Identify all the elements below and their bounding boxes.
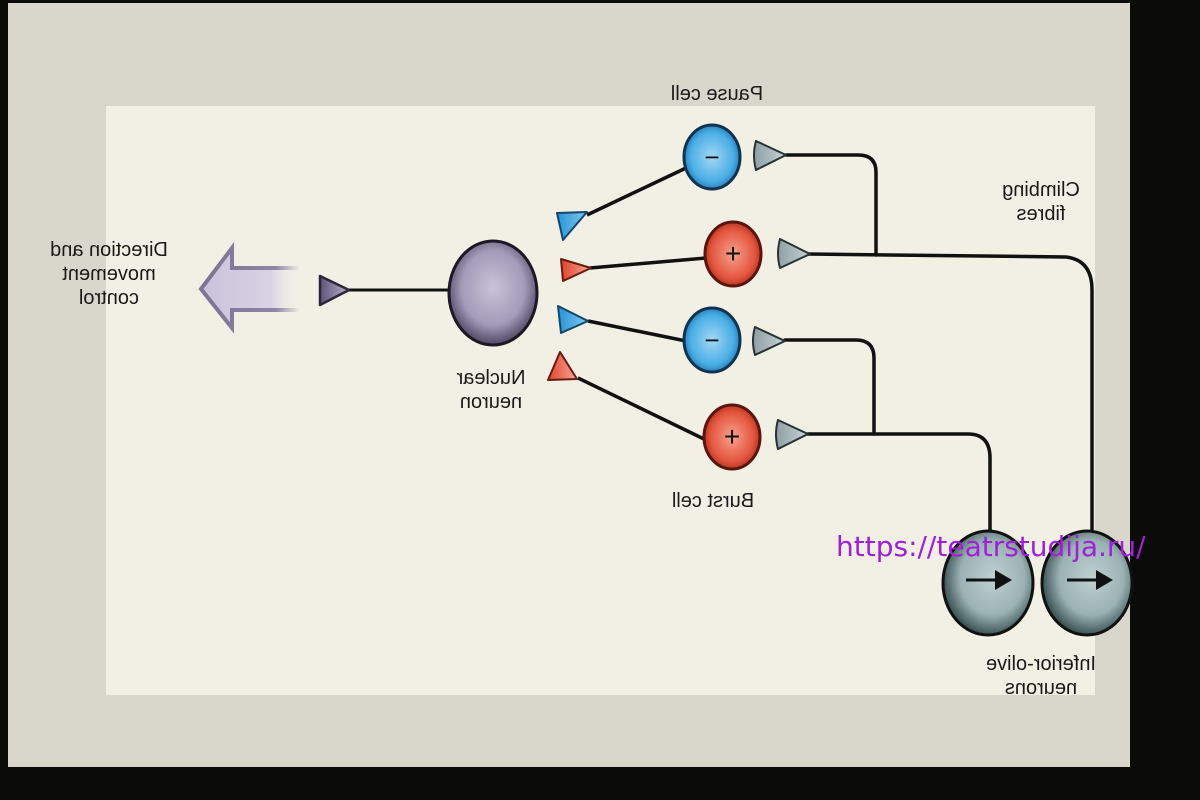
pause-terminal-2 [557, 305, 589, 334]
watermark-link[interactable]: https://teatrstudija.ru/ [836, 530, 1146, 563]
inferior-olive-neuron-2 [1040, 529, 1134, 637]
climbing-fibres-label: Climbing fibres [1002, 179, 1080, 225]
cell-sign: + [725, 238, 741, 269]
nuclear-output-terminal [318, 274, 351, 307]
right-arrow-icon [966, 570, 1012, 590]
burst-cell-label: Burst cell [671, 490, 755, 512]
climbing-terminal-2 [777, 238, 811, 269]
climbing-fibres [783, 153, 1094, 538]
cell-sign: − [704, 142, 719, 172]
output-label: Direction and movement control [50, 239, 168, 309]
climbing-terminal-4 [775, 419, 809, 450]
pause-cell-lower: − [682, 306, 742, 374]
cell-sign: − [704, 325, 719, 355]
inferior-olive-neuron-1 [941, 529, 1035, 637]
diagram-panel [106, 106, 1095, 695]
purkinje-axons [577, 166, 707, 442]
nuclear-neuron-label: Nuclear neuron [456, 367, 526, 413]
right-arrow-icon [1067, 570, 1113, 590]
inferior-olive-label: Inferior-olive neurons [985, 653, 1097, 699]
burst-cell-upper: + [703, 220, 763, 288]
climbing-terminal-3 [752, 326, 786, 356]
pause-cell-upper: − [682, 123, 742, 191]
climbing-terminal-1 [753, 140, 787, 171]
cell-sign: + [724, 421, 740, 452]
pause-cell-label: Pause cell [670, 83, 764, 105]
burst-terminal-2 [547, 351, 578, 381]
burst-terminal-1 [560, 258, 592, 282]
nuclear-neuron [447, 239, 539, 347]
output-arrow-icon [198, 242, 300, 334]
burst-cell-lower: + [702, 403, 762, 471]
pause-terminal-1 [556, 211, 588, 241]
